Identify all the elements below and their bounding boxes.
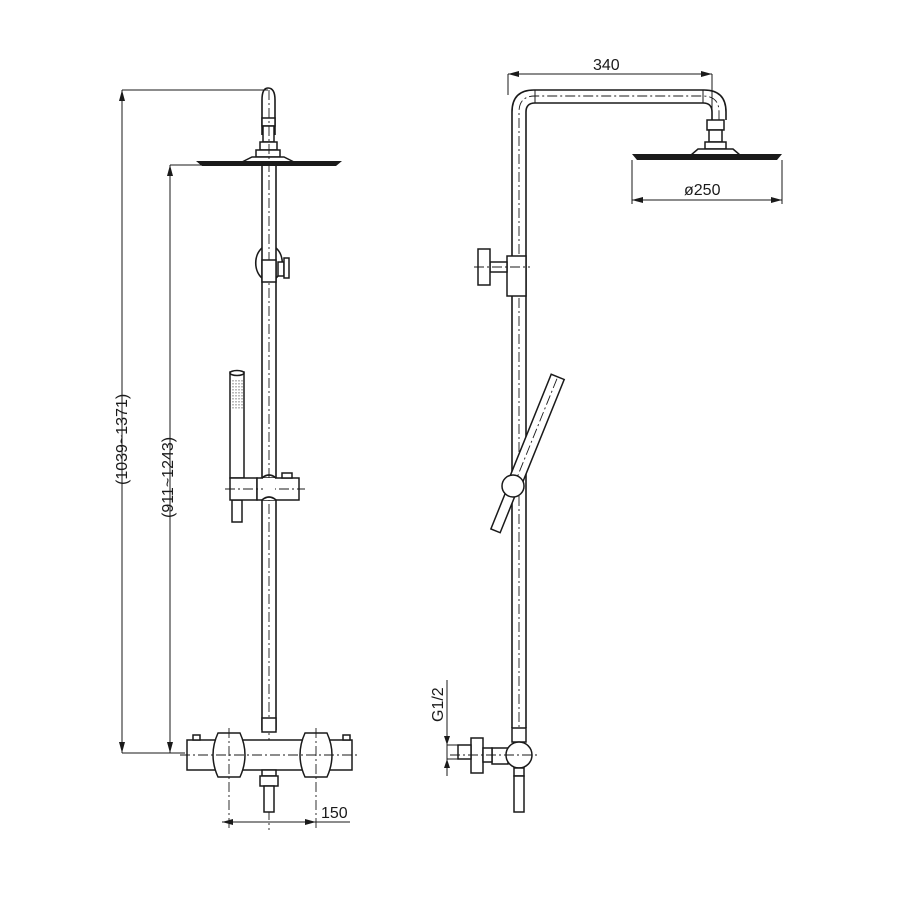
dimension-arm-reach: 340 bbox=[507, 57, 713, 130]
head-height-label: (911~1243) bbox=[160, 437, 177, 518]
dimension-inlet-spacing: 150 bbox=[222, 805, 350, 825]
mixer-body-front bbox=[180, 717, 360, 830]
slide-holder-front bbox=[225, 472, 305, 501]
total-height-label: (1039~1371) bbox=[114, 394, 131, 485]
arm-reach-label: 340 bbox=[593, 57, 620, 74]
dimension-head-height: (911~1243) bbox=[160, 164, 215, 753]
inlet-thread-label: G1/2 bbox=[430, 687, 447, 722]
side-view: 340 ø250 bbox=[430, 57, 783, 813]
riser-top-cap bbox=[259, 87, 278, 151]
riser-arm-side bbox=[511, 89, 727, 740]
dimension-head-diameter: ø250 bbox=[632, 182, 782, 203]
dimension-total-height: (1039~1371) bbox=[114, 89, 268, 754]
arm-bracket-side bbox=[474, 248, 530, 297]
shower-head-side bbox=[631, 119, 783, 204]
dimension-inlet-thread: G1/2 bbox=[430, 680, 460, 776]
arm-bracket-front bbox=[254, 247, 290, 283]
front-view: (1039~1371) (911~1243) bbox=[114, 87, 360, 830]
head-diameter-label: ø250 bbox=[684, 182, 721, 199]
mixer-body-side bbox=[450, 727, 540, 813]
inlet-spacing-label: 150 bbox=[321, 805, 348, 822]
hand-shower-side bbox=[489, 373, 566, 534]
